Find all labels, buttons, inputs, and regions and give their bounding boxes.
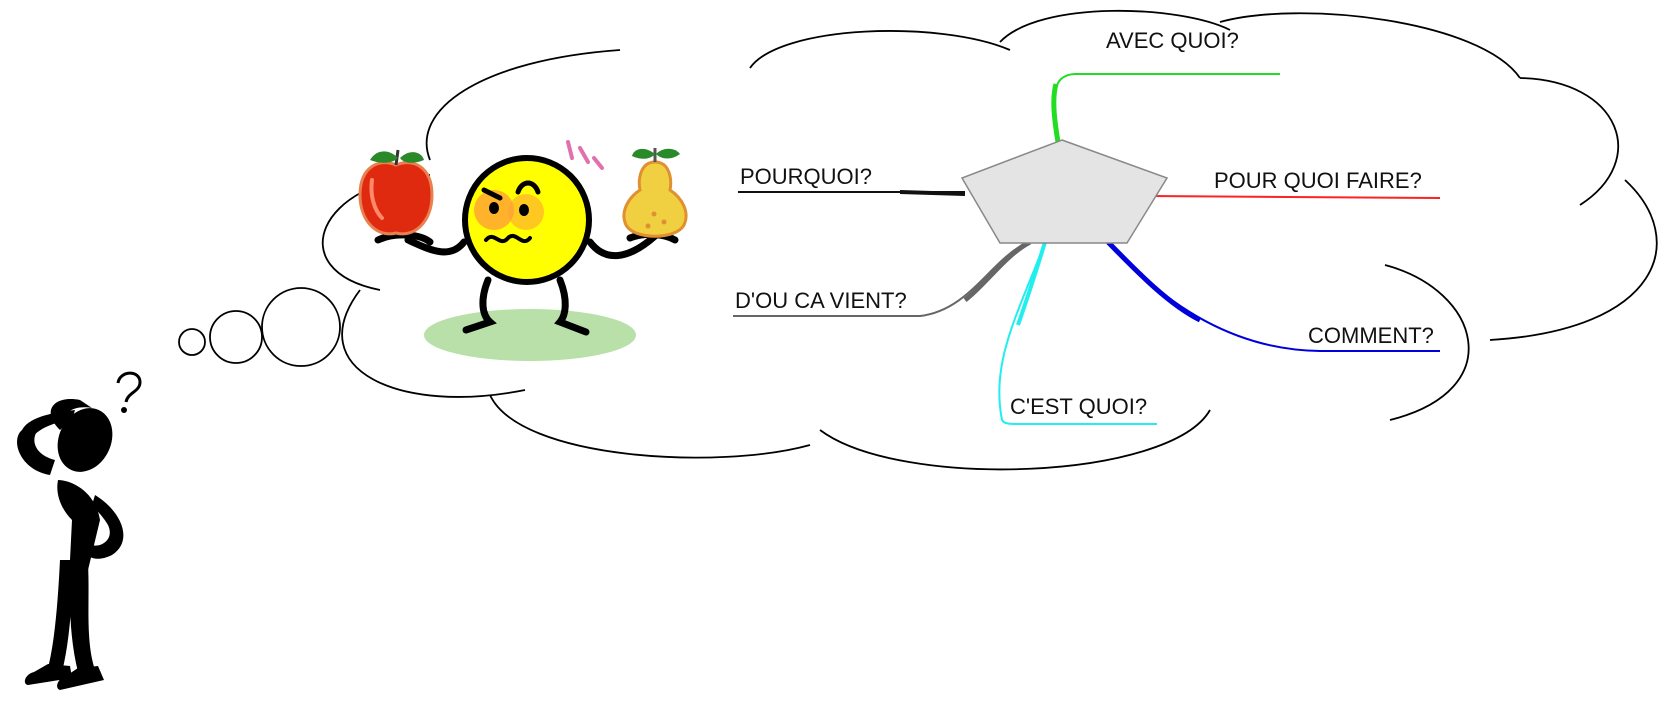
apple-icon	[358, 149, 434, 236]
branch-label-pourquoi: POURQUOI?	[740, 164, 872, 189]
branch-label-cest: C'EST QUOI?	[1010, 394, 1147, 419]
center-pentagon	[960, 139, 1169, 244]
thought-bubble-icon	[178, 287, 341, 367]
pear-icon	[622, 148, 688, 238]
worried-face-icon	[374, 140, 679, 361]
branch-label-comment: COMMENT?	[1308, 323, 1434, 348]
branch-label-pourfaire: POUR QUOI FAIRE?	[1214, 168, 1422, 193]
branch-line-pourfaire	[1149, 195, 1441, 199]
silhouette-icon	[17, 371, 142, 690]
branch-labels: AVEC QUOI? POURQUOI? POUR QUOI FAIRE? D'…	[735, 28, 1434, 419]
branch-label-dou: D'OU CA VIENT?	[735, 288, 907, 313]
branch-connectors	[733, 73, 1441, 425]
branch-line-cest	[998, 241, 1157, 425]
branch-label-avec: AVEC QUOI?	[1106, 28, 1239, 53]
